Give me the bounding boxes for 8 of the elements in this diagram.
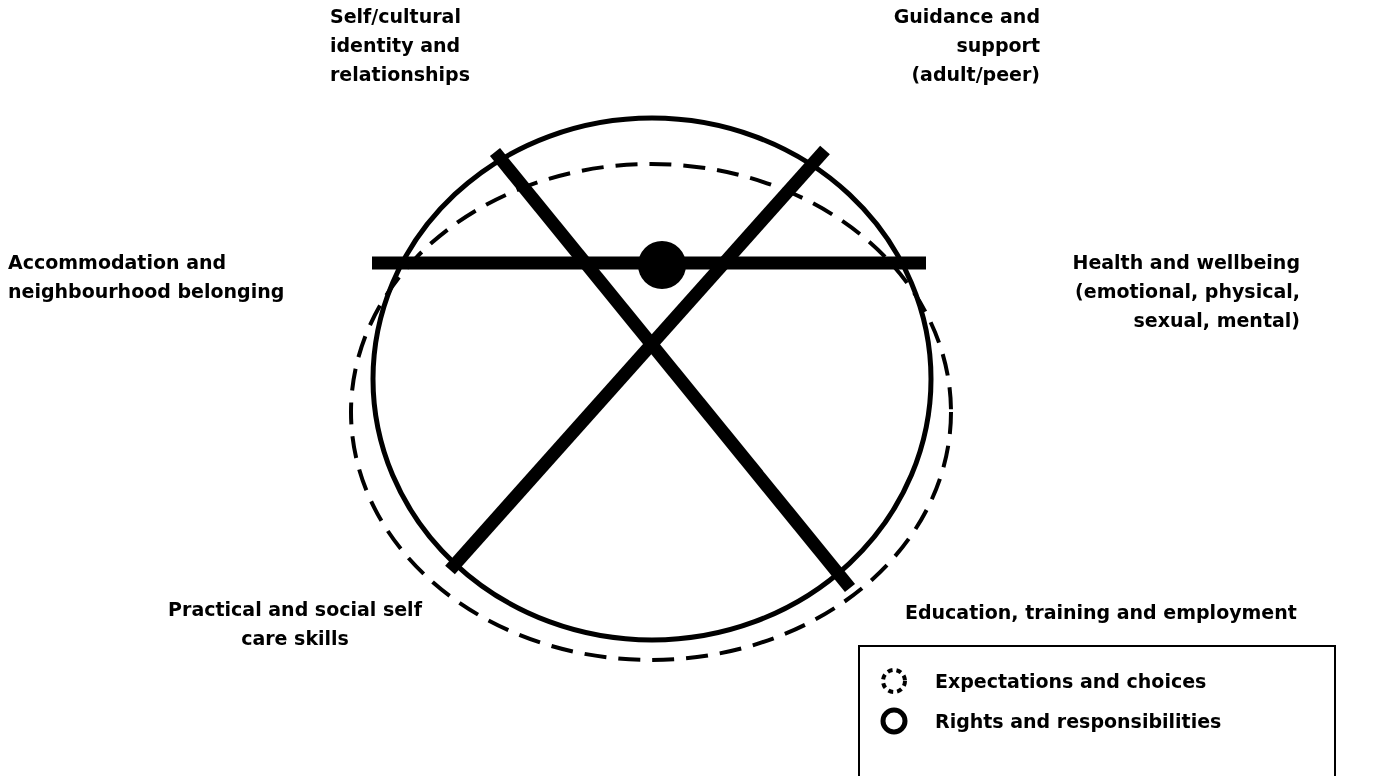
- category-label: Guidance and support (adult/peer): [892, 4, 1040, 87]
- category-label: Accommodation and neighbourhood belonging: [8, 250, 286, 304]
- legend-label: Expectations and choices: [935, 669, 1207, 693]
- category-label: Health and wellbeing (emotional, physical, sexual, mental): [1071, 250, 1300, 333]
- category-label: Practical and social self care skills: [167, 597, 424, 651]
- legend-label: Rights and responsibilities: [935, 709, 1222, 733]
- category-label: Education, training and employment: [905, 600, 1298, 625]
- category-label: Self/cultural identity and relationships: [330, 4, 472, 87]
